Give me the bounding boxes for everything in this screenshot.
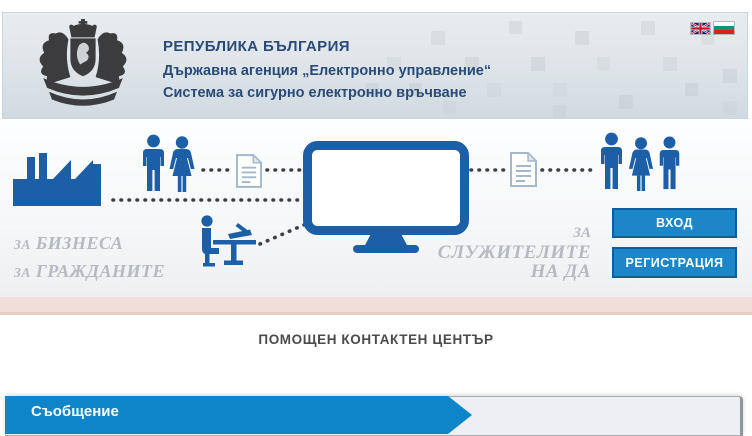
contact-section: ПОМОЩЕН КОНТАКТЕН ЦЕНТЪР bbox=[0, 317, 752, 396]
header-band: РЕПУБЛИКА БЪЛГАРИЯ Държавна агенция „Еле… bbox=[2, 12, 748, 119]
system-name: Система за сигурно електронно връчване bbox=[163, 85, 467, 101]
woman-icon bbox=[628, 137, 654, 191]
audience-label-employees: ЗА СЛУЖИТЕЛИТЕ НА ДА bbox=[437, 225, 591, 282]
bulgaria-coat-of-arms-icon bbox=[39, 18, 127, 106]
hero-illustration-section: ЗА БИЗНЕСА ЗА ГРАЖДАНИТЕ ЗА СЛУЖИТЕЛИТЕ … bbox=[0, 120, 752, 297]
secure-delivery-homepage: { "header": { "org_line1": "РЕПУБЛИКА БЪ… bbox=[0, 12, 752, 436]
monitor-icon bbox=[303, 141, 469, 253]
uk-flag-icon bbox=[690, 21, 711, 35]
man-icon bbox=[601, 132, 622, 189]
message-panel-title: Съобщение bbox=[31, 403, 119, 420]
pink-divider-strip bbox=[0, 297, 752, 315]
message-panel-header[interactable]: Съобщение bbox=[5, 396, 472, 434]
man-icon bbox=[659, 136, 680, 190]
person-at-desk-icon bbox=[201, 215, 256, 267]
login-button[interactable]: ВХОД bbox=[612, 208, 737, 238]
contact-center-title: ПОМОЩЕН КОНТАКТЕН ЦЕНТЪР bbox=[258, 332, 494, 347]
document-icon bbox=[236, 154, 262, 188]
label-business: ЗА БИЗНЕСА bbox=[14, 233, 124, 253]
org-agency: Държавна агенция „Електронно управление“ bbox=[163, 63, 492, 79]
factory-icon bbox=[13, 153, 101, 206]
dotted-connectors bbox=[111, 168, 594, 246]
document-icon bbox=[510, 152, 537, 187]
bulgaria-flag-icon bbox=[714, 22, 734, 34]
woman-icon bbox=[169, 136, 195, 192]
language-switcher bbox=[690, 21, 734, 35]
org-country: РЕПУБЛИКА БЪЛГАРИЯ bbox=[163, 38, 350, 55]
register-button[interactable]: РЕГИСТРАЦИЯ bbox=[612, 247, 737, 278]
language-english-button[interactable] bbox=[690, 21, 711, 35]
man-icon bbox=[143, 134, 164, 191]
message-panel: Съобщение bbox=[5, 396, 743, 436]
language-bulgarian-button[interactable] bbox=[714, 22, 734, 34]
label-citizens: ЗА ГРАЖДАНИТЕ bbox=[14, 261, 165, 281]
audience-labels-left: ЗА БИЗНЕСА ЗА ГРАЖДАНИТЕ bbox=[14, 230, 165, 286]
header-titles: РЕПУБЛИКА БЪЛГАРИЯ Държавна агенция „Еле… bbox=[163, 38, 491, 104]
